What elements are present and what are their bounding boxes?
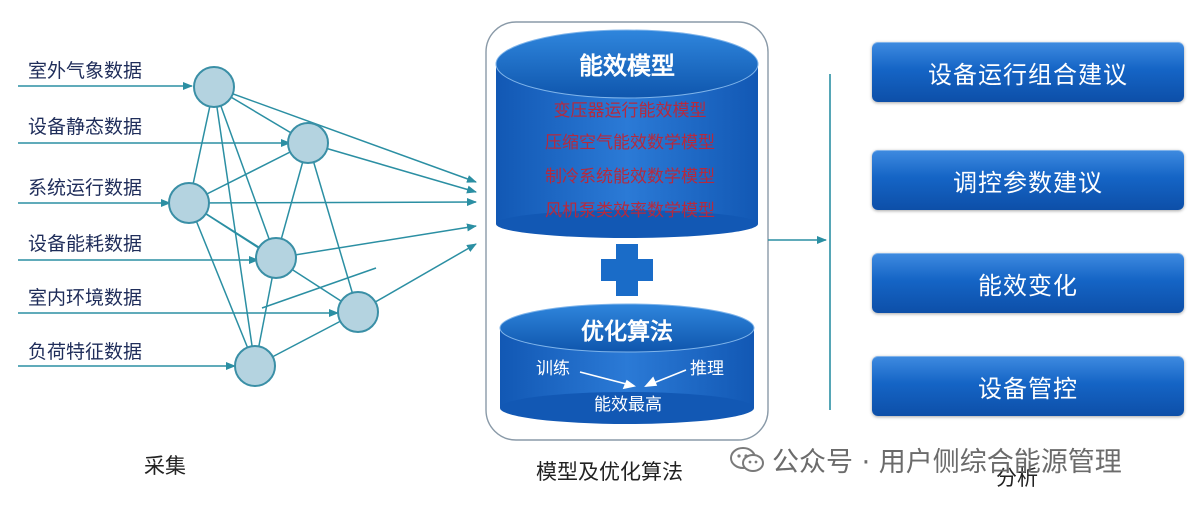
model-section-label: 模型及优化算法: [536, 460, 683, 484]
input-label: 设备静态数据: [28, 116, 143, 138]
optimization-arrows: [579, 369, 687, 390]
network-output-arrows: [188, 86, 477, 313]
optimization-cylinder: [499, 303, 755, 424]
output-box: 设备运行组合建议: [872, 42, 1184, 102]
input-label: 室外气象数据: [28, 60, 143, 82]
analysis-label: 分析: [996, 466, 1038, 490]
infer-label: 推理: [690, 359, 724, 379]
model-title: 能效模型: [579, 51, 675, 80]
model-item: 制冷系统能效数学模型: [545, 167, 715, 187]
network-node: [168, 182, 210, 224]
input-label: 系统运行数据: [28, 177, 143, 199]
plus-icon: [601, 244, 653, 296]
network-node: [255, 237, 297, 279]
network-node: [234, 345, 276, 387]
model-item: 压缩空气能效数学模型: [545, 133, 715, 153]
analysis-connector: [768, 74, 831, 410]
watermark-text: 公众号 · 用户侧综合能源管理: [772, 447, 1122, 478]
output-box: 调控参数建议: [872, 150, 1184, 210]
collect-label: 采集: [144, 454, 186, 478]
model-item: 变压器运行能效模型: [553, 101, 707, 121]
network-node: [193, 66, 235, 108]
watermark: 公众号 · 用户侧综合能源管理: [730, 440, 1122, 479]
wechat-icon: [730, 446, 764, 472]
model-item: 风机泵类效率数学模型: [545, 201, 715, 221]
train-label: 训练: [536, 359, 570, 379]
input-label: 室内环境数据: [28, 287, 143, 309]
input-label: 负荷特征数据: [28, 341, 143, 363]
output-box: 设备管控: [872, 356, 1184, 416]
network-nodes: [168, 66, 379, 387]
model-frame: [485, 21, 769, 441]
network-node: [287, 122, 329, 164]
model-cylinder: [495, 29, 759, 238]
optimization-title: 优化算法: [581, 318, 673, 345]
input-label: 设备能耗数据: [28, 233, 143, 255]
output-box: 能效变化: [872, 253, 1184, 313]
network-node: [337, 291, 379, 333]
input-arrows: [18, 82, 339, 370]
goal-label: 能效最高: [594, 395, 662, 415]
